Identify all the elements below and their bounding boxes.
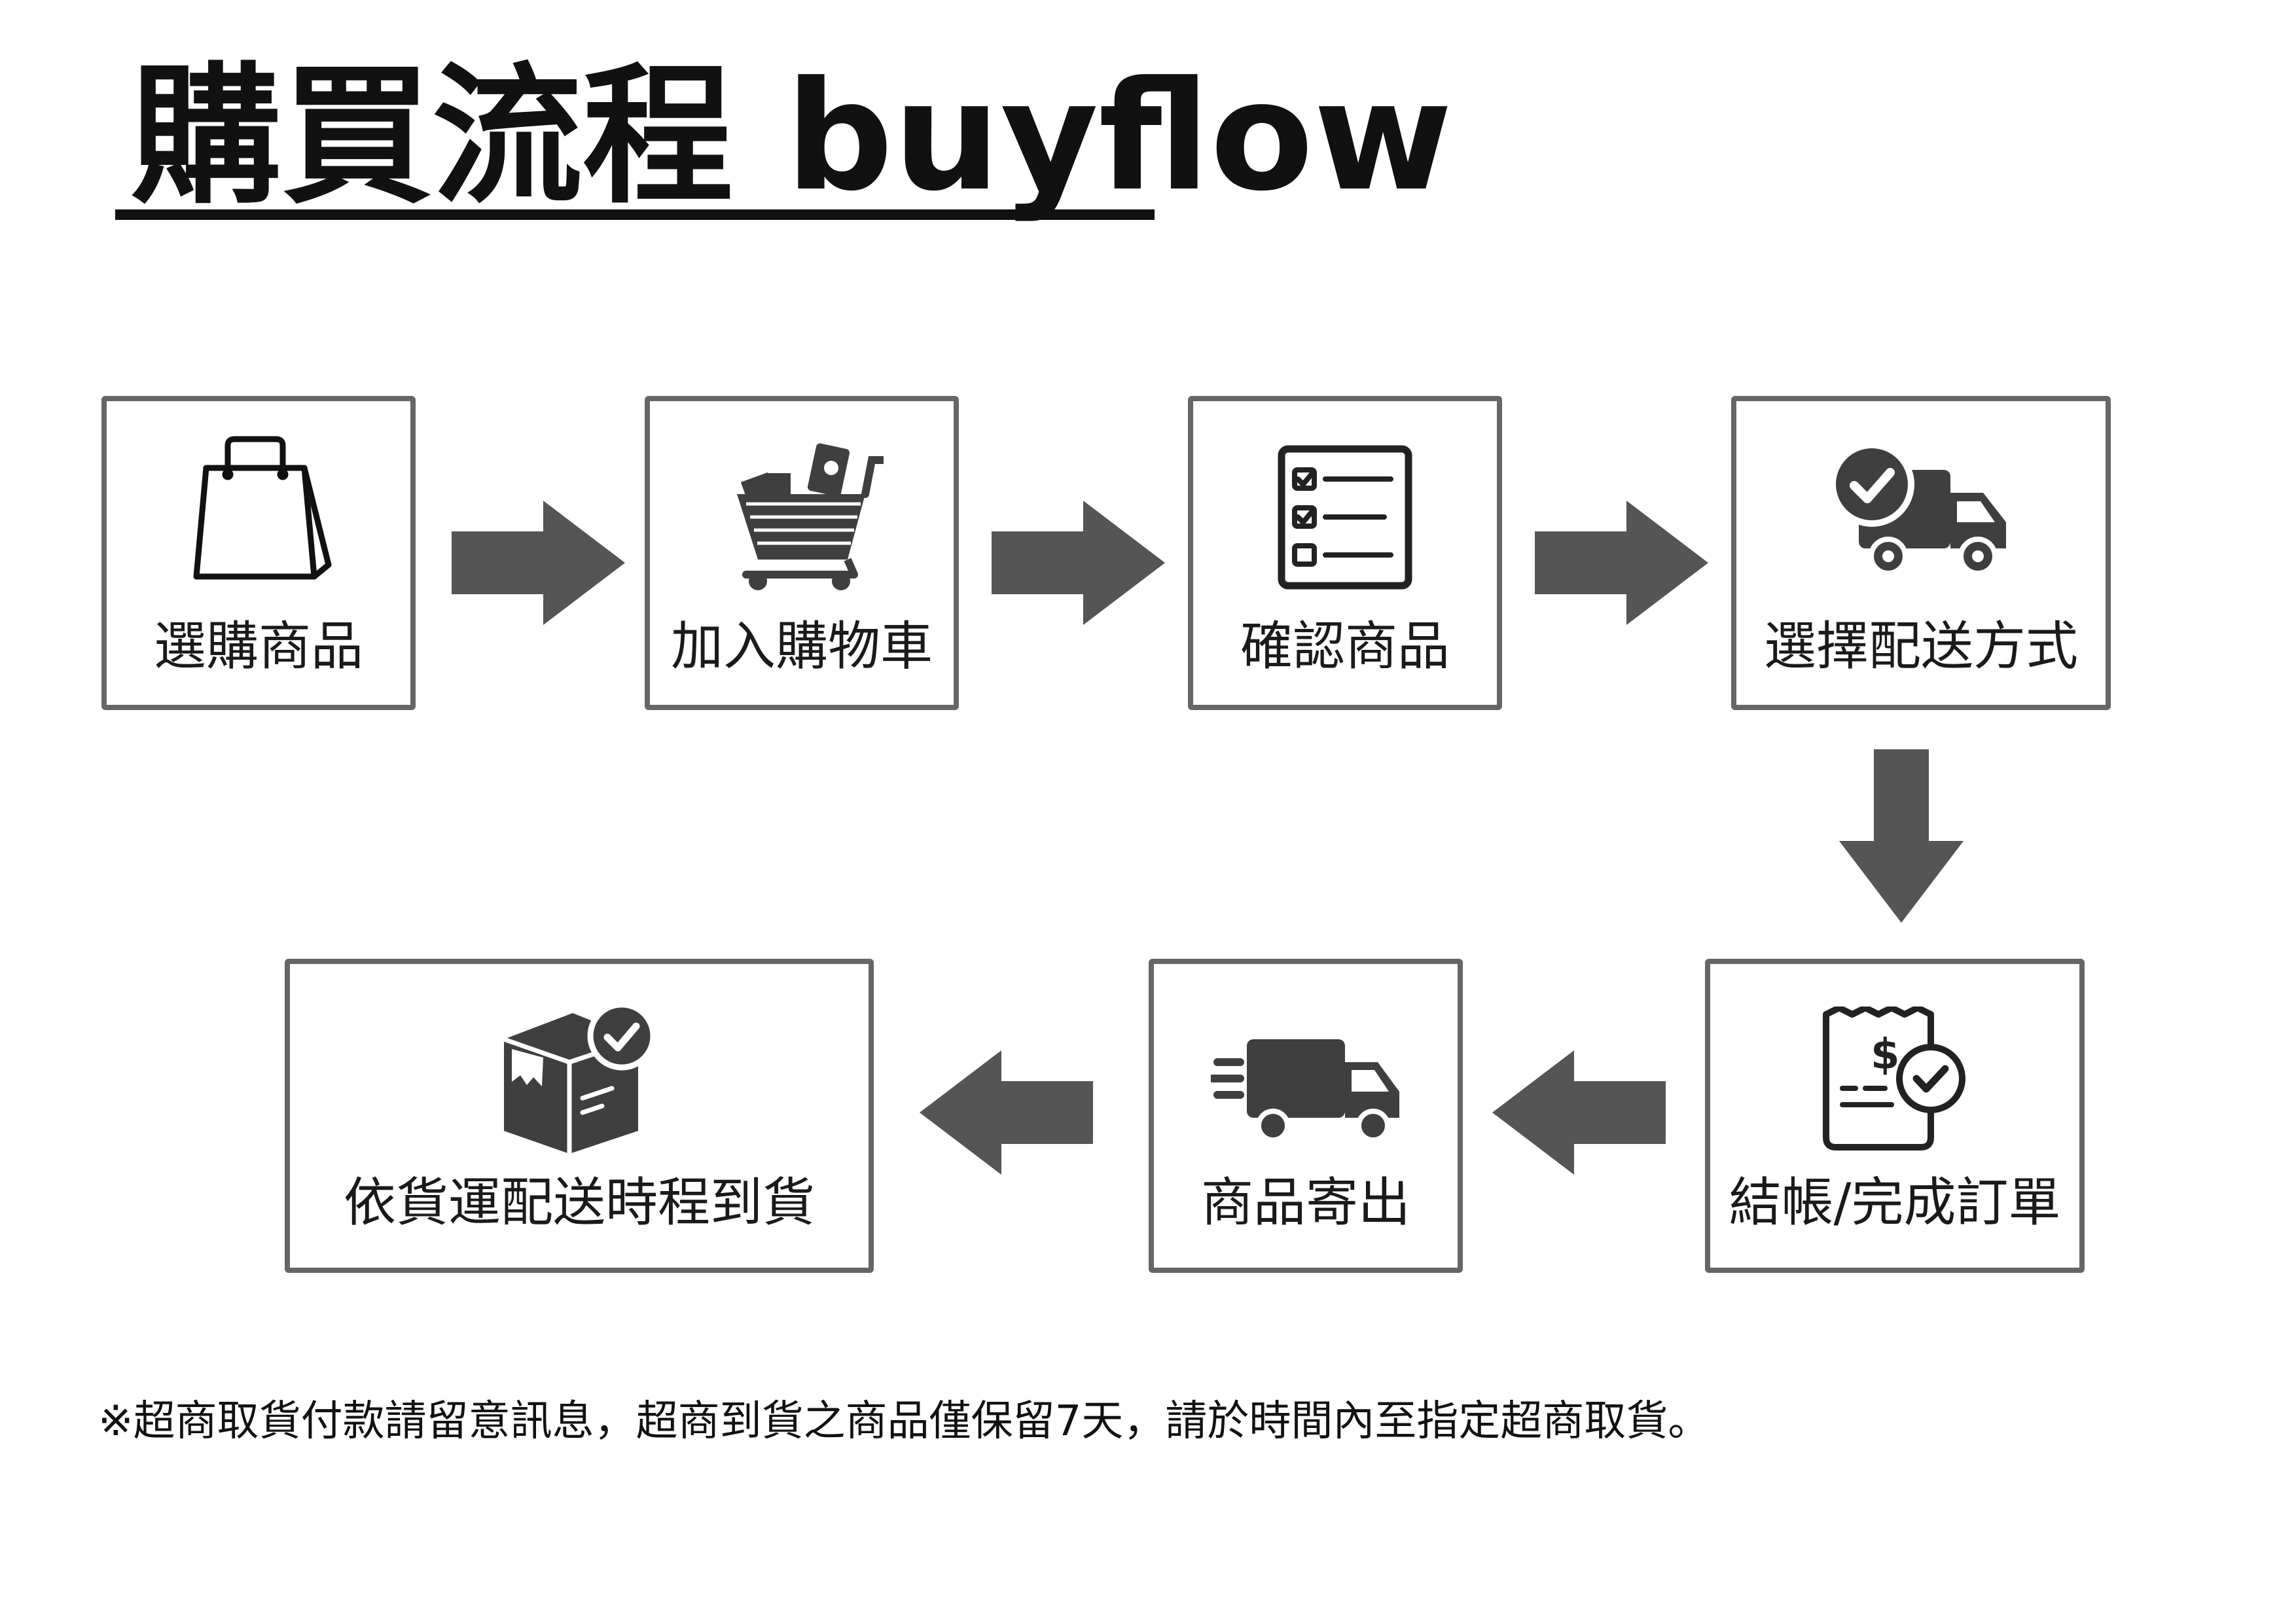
step-add-to-cart: 加入購物車 [645, 396, 959, 710]
step-label: 選購商品 [154, 616, 363, 677]
step-label: 依貨運配送時程到貨 [344, 1172, 815, 1233]
step-confirm-products: 確認商品 [1188, 396, 1502, 710]
step-select-products: 選購商品 [101, 396, 416, 710]
pickup-notice: ※超商取貨付款請留意訊息，超商到貨之商品僅保留7天，請於時間內至指定超商取貨。 [98, 1397, 1710, 1446]
step-label: 確認商品 [1240, 616, 1450, 677]
shopping-cart-icon [737, 443, 884, 590]
step-choose-shipping: 選擇配送方式 [1731, 396, 2111, 710]
shopping-bag-icon [193, 436, 332, 580]
step-product-shipped: 商品寄出 [1149, 959, 1463, 1273]
receipt-check-icon: $ [1823, 1007, 1965, 1150]
delivery-truck-check-icon [1829, 444, 2006, 576]
step-delivery-arrival: 依貨運配送時程到貨 [285, 959, 874, 1273]
package-check-icon [503, 1001, 656, 1154]
arrow-right-3 [1535, 501, 1708, 625]
svg-text:$: $ [1871, 1031, 1900, 1079]
arrow-down [1839, 749, 1964, 923]
step-checkout: $ 結帳/完成訂單 [1705, 959, 2085, 1273]
step-label: 結帳/完成訂單 [1729, 1172, 2061, 1233]
arrow-left-2 [920, 1050, 1093, 1175]
step-label: 選擇配送方式 [1764, 616, 2078, 677]
arrow-left-1 [1492, 1050, 1666, 1175]
step-label: 商品寄出 [1201, 1172, 1410, 1233]
checklist-icon [1278, 445, 1412, 590]
step-label: 加入購物車 [671, 616, 933, 677]
arrow-right-2 [992, 501, 1165, 625]
title-underline [115, 209, 1155, 220]
fast-truck-icon [1211, 1039, 1399, 1141]
page-title: 購買流程 buyflow [131, 50, 1453, 224]
arrow-right-1 [452, 501, 625, 625]
